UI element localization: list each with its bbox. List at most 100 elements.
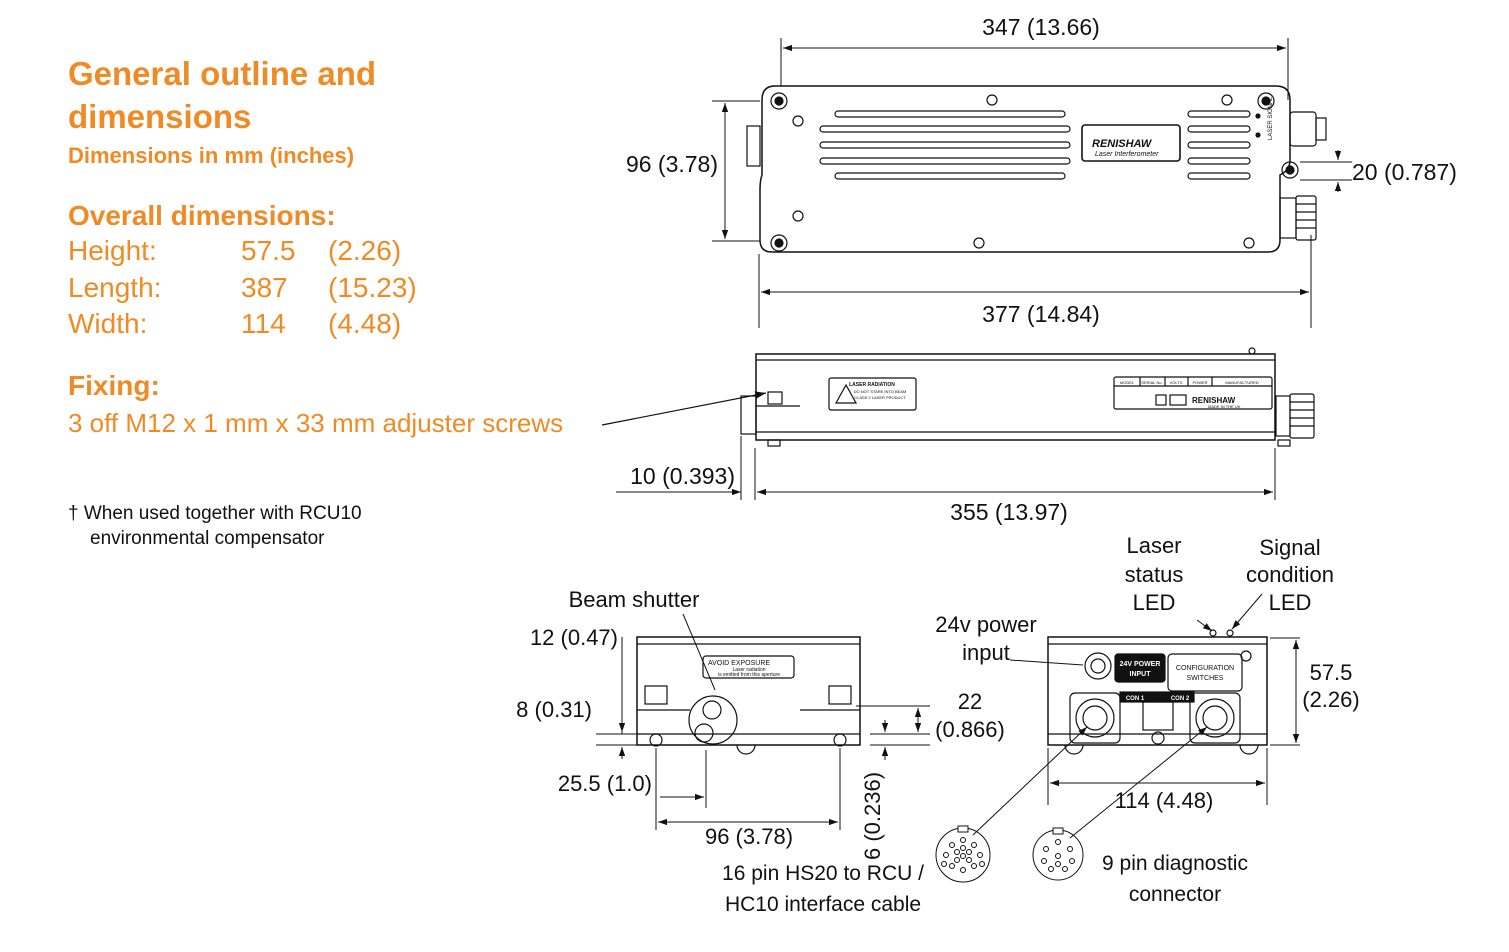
callout-power-2: input bbox=[962, 640, 1010, 665]
screw-icon bbox=[770, 234, 788, 252]
rear-view-body bbox=[1047, 636, 1268, 746]
screw-icon bbox=[986, 94, 998, 106]
rating-header-volts: VOLTS bbox=[1170, 380, 1183, 385]
dim-side-10: 10 (0.393) bbox=[630, 463, 735, 489]
adjuster-screw-head bbox=[767, 391, 783, 405]
top-view-body bbox=[759, 85, 1291, 253]
side-connector bbox=[1289, 393, 1315, 439]
conn16-label-1: 16 pin HS20 to RCU / bbox=[722, 862, 924, 885]
screw-icon bbox=[792, 115, 804, 127]
panel-config-2: SWITCHES bbox=[1187, 675, 1224, 682]
front-view bbox=[636, 636, 861, 755]
screw-icon bbox=[1281, 161, 1299, 179]
spec-width-label: Width: bbox=[68, 308, 148, 339]
vent-slot bbox=[834, 110, 1066, 118]
signal-condition-led bbox=[1226, 629, 1234, 637]
panel-power-2: INPUT bbox=[1130, 671, 1152, 678]
top-connector-upper-cap bbox=[1315, 117, 1327, 141]
rating-header-manufactured: MANUFACTURED bbox=[1225, 380, 1258, 385]
beam-shutter-leader bbox=[682, 613, 716, 691]
dim-front-6: 6 (0.236) bbox=[860, 772, 885, 860]
con2-connector bbox=[1189, 692, 1241, 744]
vent-slot bbox=[1187, 172, 1251, 180]
screw-icon bbox=[770, 92, 788, 110]
foot bbox=[1239, 744, 1259, 755]
avoid-exposure-line3: is emitted from this aperture bbox=[718, 672, 780, 678]
dim-front-8: 8 (0.31) bbox=[516, 697, 592, 722]
avoid-exposure-line1: AVOID EXPOSURE bbox=[708, 660, 770, 667]
pinout-16-pin bbox=[935, 825, 991, 883]
warning-line2: DO NOT STARE INTO BEAM bbox=[854, 389, 907, 394]
spec-length-label: Length: bbox=[68, 272, 162, 303]
callout-power-1: 24v power bbox=[935, 612, 1037, 637]
page-title-line1: General outline and bbox=[68, 55, 377, 92]
screw-icon bbox=[1221, 94, 1233, 106]
overall-dimensions-title: Overall dimensions: bbox=[68, 200, 336, 231]
warning-line1: LASER RADIATION bbox=[849, 382, 895, 388]
dim-rear-height-inch: (2.26) bbox=[1302, 687, 1359, 712]
callout-laser-3: LED bbox=[1133, 590, 1176, 615]
dim-bottom-377: 377 (14.84) bbox=[982, 301, 1100, 327]
conn16-label-2: HC10 interface cable bbox=[725, 893, 921, 916]
top-view bbox=[746, 85, 1327, 253]
badge-brand: RENISHAW bbox=[1092, 138, 1153, 150]
side-connector-base bbox=[1275, 395, 1291, 437]
pinout-9-pin bbox=[1032, 827, 1084, 881]
foot bbox=[1064, 744, 1084, 755]
spec-height-label: Height: bbox=[68, 235, 157, 266]
rear-view bbox=[1047, 629, 1268, 755]
vent-slot bbox=[1187, 157, 1251, 165]
top-view-dimensions bbox=[712, 38, 1352, 328]
rear-view-leaders bbox=[972, 593, 1300, 839]
dim-front-25-5: 25.5 (1.0) bbox=[558, 771, 652, 796]
rating-label bbox=[1113, 376, 1273, 410]
rating-header-power: POWER bbox=[1192, 380, 1207, 385]
center-block bbox=[1142, 701, 1174, 731]
spec-width-mm: 114 bbox=[241, 308, 286, 339]
adjuster-block bbox=[828, 685, 852, 705]
panel-con1: CON 1 bbox=[1126, 696, 1145, 702]
top-connector-lower-base bbox=[1279, 197, 1297, 239]
warning-line3: CLASS 2 LASER PRODUCT bbox=[854, 395, 906, 400]
panel-power-1: 24V POWER bbox=[1120, 661, 1161, 668]
callout-signal-1: Signal bbox=[1259, 535, 1320, 560]
vent-slot bbox=[819, 125, 1071, 133]
beam-aperture bbox=[688, 695, 738, 745]
vent-slot bbox=[1187, 125, 1251, 133]
foot bbox=[767, 439, 781, 447]
laser-signal-text: LASER SIGNAL bbox=[1268, 96, 1274, 140]
avoid-exposure-line2: Laser radiation bbox=[732, 667, 765, 673]
con1-connector bbox=[1069, 692, 1121, 744]
foot bbox=[1277, 439, 1291, 447]
screw-icon bbox=[973, 237, 985, 249]
footnote-line2: environmental compensator bbox=[90, 528, 325, 549]
vent-slot bbox=[834, 172, 1066, 180]
dim-front-96: 96 (3.78) bbox=[705, 824, 793, 849]
dim-side-355: 355 (13.97) bbox=[950, 499, 1068, 525]
dim-front-22: 22 bbox=[958, 689, 982, 714]
page-title-line2: dimensions bbox=[68, 98, 252, 135]
callout-signal-2: condition bbox=[1246, 562, 1334, 587]
conn9-label-2: connector bbox=[1129, 883, 1221, 906]
laser-warning-label bbox=[828, 377, 917, 411]
badge-sub: Laser Interferometer bbox=[1095, 151, 1159, 158]
top-connector-lower bbox=[1295, 195, 1317, 241]
spec-length-mm: 387 bbox=[241, 272, 288, 303]
callout-beam-shutter: Beam shutter bbox=[569, 587, 700, 612]
spec-height-mm: 57.5 bbox=[241, 235, 296, 266]
screw-icon bbox=[1243, 237, 1255, 249]
dim-height-96: 96 (3.78) bbox=[626, 151, 718, 177]
vent-slot bbox=[819, 141, 1071, 149]
callout-laser-1: Laser bbox=[1126, 533, 1181, 558]
foot bbox=[833, 733, 847, 747]
laser-status-led bbox=[1209, 629, 1217, 637]
dim-rear-width: 114 (4.48) bbox=[1115, 788, 1214, 813]
front-view-body bbox=[636, 636, 861, 746]
warning-triangle-icon bbox=[834, 383, 858, 404]
page-subtitle: Dimensions in mm (inches) bbox=[68, 143, 355, 168]
foot bbox=[649, 733, 663, 747]
screw-icon bbox=[792, 210, 804, 222]
foot bbox=[1151, 731, 1165, 745]
adjuster-block bbox=[644, 685, 668, 705]
